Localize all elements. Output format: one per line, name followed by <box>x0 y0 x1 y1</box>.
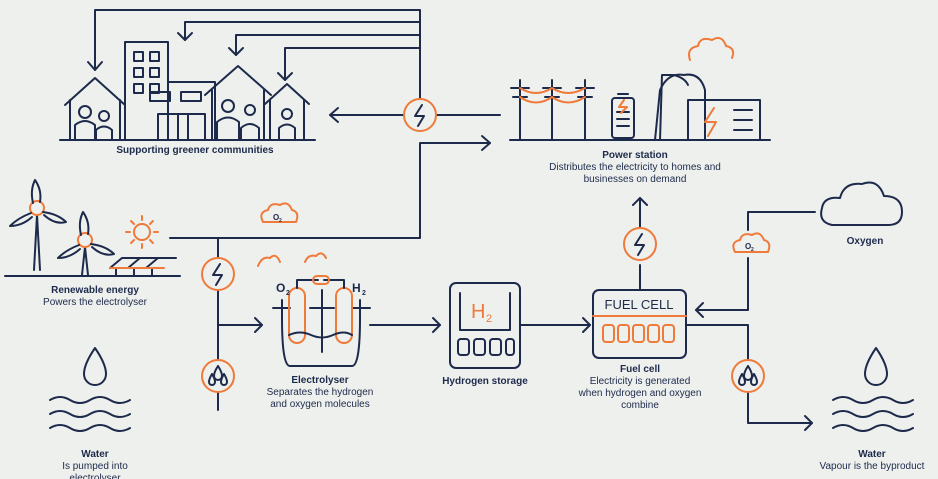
communities-illustration <box>59 41 316 141</box>
water-drops-icon <box>201 359 235 393</box>
oxygen-cloud-icon <box>732 232 771 253</box>
cloud-icon <box>688 37 735 61</box>
oxygen-cloud-icon <box>260 202 299 223</box>
fuel-cell-desc-2: when hydrogen and oxygen <box>578 388 702 399</box>
oxygen-cloud-sub-2: 2 <box>751 247 754 253</box>
power-station-illustration <box>509 37 771 141</box>
water-in-desc-2: electrolyser <box>69 473 121 479</box>
water-in-desc-1: Is pumped into <box>62 461 128 472</box>
oxygen-cloud-sub: 2 <box>279 218 282 224</box>
electrolyser-desc-1: Separates the hydrogen <box>266 387 374 398</box>
water-out-desc: Vapour is the byproduct <box>819 461 925 472</box>
hydrogen-symbol: H <box>471 301 485 323</box>
wind-turbine-icon <box>9 179 67 271</box>
water-drops-icon <box>731 359 765 393</box>
water-in-label: Water Is pumped into electrolyser <box>45 449 145 479</box>
sun-icon <box>125 215 159 249</box>
fuel-cell-label: Fuel cell Electricity is generated when … <box>570 364 710 412</box>
water-drop-icon <box>83 347 107 386</box>
water-drop-icon <box>864 347 888 386</box>
fuel-cell-desc-3: combine <box>621 400 659 411</box>
fuel-cell-title: Fuel cell <box>619 364 660 375</box>
electrolyser-title: Electrolyser <box>291 375 349 386</box>
power-pylon-icon <box>510 79 595 141</box>
lightning-icon <box>403 98 437 132</box>
community-feed-lines <box>87 9 501 239</box>
fuel-cell-desc-1: Electricity is generated <box>589 376 691 387</box>
power-station-label: Power station Distributes the electricit… <box>520 150 750 186</box>
communities-label: Supporting greener communities <box>90 145 300 157</box>
o2-sub: 2 <box>286 290 290 297</box>
renewable-desc: Powers the electrolyser <box>43 297 147 308</box>
water-out-title: Water <box>858 449 886 460</box>
water-out-label: Water Vapour is the byproduct <box>808 449 936 473</box>
building-icon <box>124 41 216 141</box>
battery-icon <box>611 93 635 139</box>
hydrogen-symbol-sub: 2 <box>486 313 492 325</box>
waves-icon <box>832 396 914 432</box>
lightning-icon <box>201 257 235 291</box>
electrolyser-label: Electrolyser Separates the hydrogen and … <box>255 375 385 411</box>
h2-label: H <box>352 281 361 295</box>
o2-label: O <box>276 281 285 295</box>
renewable-illustration <box>4 179 181 277</box>
communities-title: Supporting greener communities <box>116 145 274 156</box>
renewable-title: Renewable energy <box>51 285 139 296</box>
cloud-icon <box>820 181 903 226</box>
oxygen-title: Oxygen <box>846 236 884 247</box>
h2-sub: 2 <box>362 290 366 297</box>
hydrogen-storage-icon <box>449 282 521 369</box>
solar-panel-icon <box>109 257 177 276</box>
fuel-cell-icon <box>592 289 687 359</box>
oxygen-cloud-label-2: O <box>745 242 751 251</box>
factory-icon <box>654 73 761 141</box>
hydrogen-storage-title: Hydrogen storage <box>442 376 528 387</box>
fuel-cell-panel-label: FUEL CELL <box>605 297 674 312</box>
house-icon <box>64 77 126 141</box>
lightning-icon <box>623 227 657 261</box>
power-station-desc-2: businesses on demand <box>583 174 687 185</box>
electrolyser-desc-2: and oxygen molecules <box>270 399 370 410</box>
oxygen-label: Oxygen <box>815 236 915 248</box>
hydrogen-storage-label: Hydrogen storage <box>425 376 545 388</box>
power-station-title: Power station <box>602 150 668 161</box>
oxygen-cloud-label: O <box>273 213 279 222</box>
renewable-label: Renewable energy Powers the electrolyser <box>20 285 170 309</box>
house-icon <box>264 83 310 141</box>
water-in-title: Water <box>81 449 109 460</box>
wind-turbine-icon <box>57 211 115 276</box>
electrolyser-illustration <box>272 275 371 367</box>
power-station-desc-1: Distributes the electricity to homes and <box>549 162 721 173</box>
waves-icon <box>49 396 131 432</box>
